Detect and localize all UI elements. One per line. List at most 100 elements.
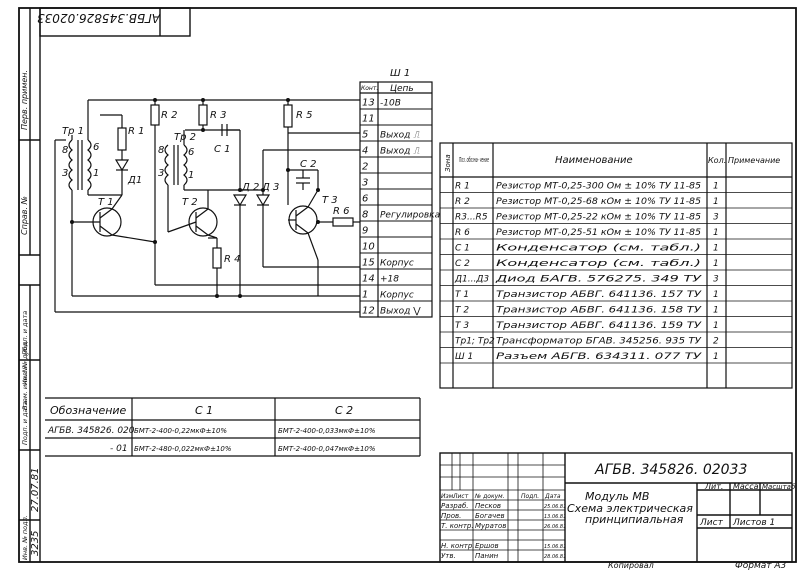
connector-pin: 12: [362, 306, 375, 317]
side-value-date: 27.07.81: [30, 467, 41, 512]
parts-row-name: Конденсатор (см. табл.): [496, 244, 701, 254]
parts-row-name: Трансформатор БГАВ. 345256. 935 ТУ: [496, 337, 702, 347]
connector-title: Ш 1: [390, 68, 410, 79]
variants-row-1-c1: БМТ-2-480-0,022мкФ±10%: [134, 445, 232, 453]
variants-header-designation: Обозначение: [50, 404, 127, 417]
label-tr1-1: 1: [93, 168, 99, 179]
title-mass: Масса: [733, 482, 759, 491]
connector-pin: 14: [362, 274, 375, 285]
variants-header-c2: С 2: [335, 404, 353, 417]
parts-row-name: Транзистор АБВГ. 641136. 159 ТУ: [496, 321, 702, 331]
format-label: Формат А3: [735, 561, 787, 570]
connector-pin: 13: [362, 98, 375, 109]
label-tr2-8: 8: [158, 145, 164, 156]
title-name-2: Схема электрическая: [567, 502, 693, 515]
signature-date: 26.06.81: [544, 524, 566, 530]
parts-header-qty: Кол.: [708, 156, 726, 165]
parts-row-pos: Т 3: [455, 321, 469, 331]
label-tr2-1: 1: [188, 170, 194, 181]
parts-row-qty: 1: [713, 321, 719, 331]
title-name-3: принципиальная: [585, 513, 684, 526]
label-r6: R 6: [333, 206, 350, 217]
parts-row-name: Разъем АБГВ. 634311. 077 ТУ: [496, 352, 702, 362]
signature-name: Панин: [475, 552, 499, 560]
label-tr2: Тр 2: [174, 132, 196, 143]
connector-pin: 11: [362, 114, 375, 125]
connector-pin: 6: [362, 194, 368, 205]
parts-row-name: Резистор МТ-0,25-22 кОм ± 10% ТУ 11-85: [496, 213, 701, 223]
parts-row-pos: Т 2: [455, 306, 469, 316]
signature-name: Песков: [475, 502, 501, 510]
label-tr1: Тр 1: [62, 126, 84, 137]
parts-row-name: Диод БАГВ. 576275. 349 ТУ: [494, 275, 701, 285]
parts-row-pos: Т 1: [455, 290, 469, 300]
variants-table: Обозначение С 1 С 2 АГБВ. 345826. 020 БМ…: [45, 397, 421, 457]
side-label-sprav: Справ. №: [20, 196, 29, 235]
parts-row-qty: 1: [713, 228, 719, 238]
title-col-list: Лист: [452, 493, 469, 500]
connector-pin: 1: [362, 290, 368, 301]
connector-pin: 9: [362, 226, 368, 237]
parts-row-qty: 1: [713, 244, 719, 254]
side-labels: Перв. примен. Справ. № Инв. № подл. Подп…: [20, 11, 161, 560]
variants-header-c1: С 1: [195, 404, 213, 417]
title-scale: Масштаб: [762, 483, 796, 491]
parts-header-pos: Поз. обозна- чение: [459, 156, 489, 164]
parts-row-pos: С 1: [455, 244, 470, 254]
parts-row-pos: Ш 1: [455, 352, 473, 362]
signature-name: Муратов: [475, 522, 506, 530]
label-r2: R 2: [161, 110, 178, 121]
label-tr1-3: 3: [62, 168, 68, 179]
side-label-vzam: Взам. инв. №: [21, 366, 29, 410]
variants-row-0-c1: БМТ-2-400-0,22мкФ±10%: [134, 427, 227, 435]
signature-date: 15.06.81: [544, 544, 566, 550]
variants-row-1-designation: - 01: [110, 444, 128, 454]
label-c1: С 1: [214, 144, 231, 155]
connector-pin: 4: [362, 146, 368, 157]
parts-row-pos: R 1: [455, 182, 470, 192]
title-col-podp: Подп.: [521, 493, 539, 500]
connector-pin: 8: [362, 210, 368, 221]
connector-pin: 10: [362, 242, 375, 253]
parts-row-name: Транзистор АБВГ. 641136. 158 ТУ: [496, 306, 702, 316]
connector-circuit: Корпус: [380, 259, 414, 269]
parts-header-note: Примечание: [728, 156, 780, 165]
parts-row-pos: Д1...Д3: [454, 275, 489, 285]
signature-name: Ершов: [475, 542, 499, 550]
parts-list: Зона Поз. обозна- чение Наименование Кол…: [439, 142, 793, 389]
schematic-labels: Тр 1 R 1 6 8 3 1 Д1 Т 1 R 2 R 3 Тр 2 С 1…: [62, 110, 350, 265]
connector-header-cep: Цепь: [390, 84, 414, 94]
label-r3: R 3: [210, 110, 227, 121]
parts-row-qty: 3: [713, 213, 719, 223]
side-label-podp-data: Подп. и дата: [21, 401, 29, 445]
connector-pin: 5: [362, 130, 368, 141]
signature-role: Пров.: [441, 512, 461, 520]
parts-row-name: Резистор МТ-0,25-68 кОм ± 10% ТУ 11-85: [496, 197, 701, 207]
parts-row-qty: 1: [713, 197, 719, 207]
side-label-inv-podl: Инв. № подл.: [21, 515, 29, 560]
title-col-doc: № докум.: [474, 493, 505, 500]
label-c2: С 2: [300, 159, 317, 170]
signature-role: Разраб.: [441, 502, 469, 510]
connector-circuit: -10В: [380, 99, 401, 109]
signature-date: 28.06.81: [544, 554, 566, 560]
connector-circuit: Регулировка: [380, 211, 440, 221]
parts-row-qty: 3: [713, 275, 719, 285]
parts-row-qty: 1: [713, 259, 719, 269]
connector-pin: 3: [362, 178, 368, 189]
side-label-perv: Перв. примен.: [20, 70, 29, 130]
parts-row-qty: 1: [713, 182, 719, 192]
signature-role: Н. контр.: [441, 542, 475, 550]
connector-circuit: Корпус: [380, 291, 414, 301]
label-t2: Т 2: [182, 197, 198, 208]
connector-circuit: +18: [380, 275, 399, 285]
side-label-podp-data-2: Подп. и дата: [21, 311, 29, 355]
connector-circuit: Выход ⎍: [380, 147, 420, 157]
label-t3: Т 3: [322, 195, 338, 206]
label-d2: Д 2: [241, 182, 259, 193]
connector-pin: 15: [362, 258, 375, 269]
signature-date: 13.06.81: [544, 514, 566, 520]
title-sheet: Лист: [699, 518, 724, 528]
connector-circuit: Выход ⎍: [380, 131, 420, 141]
